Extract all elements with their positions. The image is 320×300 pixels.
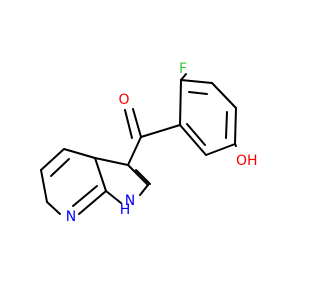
bond [186,123,206,146]
molecule-canvas: F O OH N N H [40,61,258,225]
hydroxyl-label: OH [236,153,258,169]
bond [188,91,208,95]
bond [124,109,133,139]
bond [225,111,228,139]
bond-layer [40,73,237,215]
bond [94,157,129,166]
bond [127,164,149,186]
bond [179,124,207,156]
bond [63,148,96,159]
bond [180,79,213,84]
bond [72,185,98,207]
pyrrole-hydrogen-label: H [120,202,131,218]
bond [140,124,181,138]
bond [234,143,237,147]
pyridine-nitrogen-label: N [66,209,76,225]
bond [132,108,142,138]
bond [40,169,48,203]
atom-label-layer: F O OH N N H [66,61,258,225]
bond [234,107,237,145]
bond [94,157,107,192]
bond [180,73,187,81]
bond [127,136,142,166]
bond [139,184,149,196]
fluorine-atom-label: F [179,61,187,77]
carbonyl-oxygen-label: O [118,92,129,108]
pyrrole-nitrogen-label: N [125,193,135,209]
bond [211,82,237,109]
bond [135,169,151,185]
bond [179,79,182,126]
bond [205,143,236,156]
bond [78,190,107,215]
bond [105,190,122,204]
bond [50,158,70,177]
molecule-structure: F O OH N N H [40,61,258,225]
bond [40,148,65,171]
bond [46,201,61,215]
